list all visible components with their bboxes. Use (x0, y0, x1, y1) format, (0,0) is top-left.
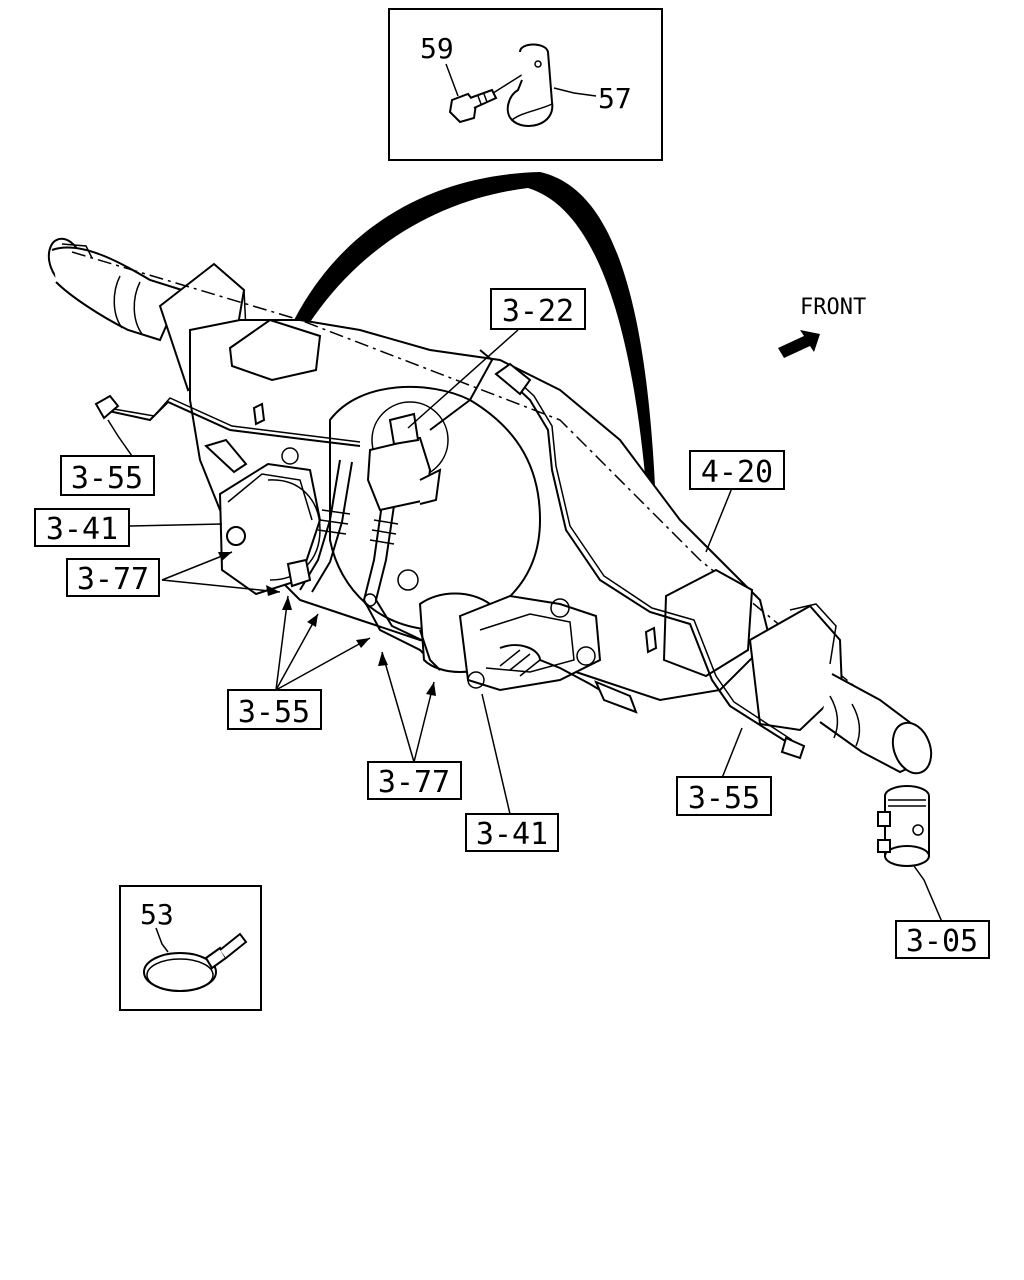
front-arrow-icon (778, 330, 820, 358)
left-fitting (226, 526, 246, 546)
callout-3-77-left: 3-77 (66, 558, 160, 597)
right-spring-seat (662, 568, 754, 678)
svg-text:3-05: 3-05 (906, 924, 978, 959)
callout-3-41-center: 3-41 (465, 813, 559, 852)
leader-3-55-c (721, 727, 743, 779)
callout-3-55-center: 3-55 (227, 689, 322, 730)
svg-text:3-22: 3-22 (502, 294, 574, 329)
left-pipe-flare-nut (94, 394, 120, 420)
leader-4-20 (705, 487, 733, 553)
callout-3-77-center: 3-77 (367, 761, 462, 800)
push-rod (499, 644, 601, 691)
leader-57 (553, 87, 597, 97)
callout-3-55-right: 3-55 (676, 776, 772, 816)
front-label: FRONT (800, 295, 866, 320)
svg-text:3-41: 3-41 (46, 512, 118, 547)
axle-centerline (71, 251, 931, 749)
leader-53 (155, 927, 169, 953)
leader-59 (445, 63, 459, 97)
callout-3-41-left: 3-41 (34, 508, 130, 547)
svg-text:3-41: 3-41 (476, 817, 548, 852)
right-pipe-flare-nut (780, 736, 806, 760)
leader-3-22 (407, 329, 519, 429)
leader-3-55-b (275, 595, 371, 691)
callout-3-22: 3-22 (490, 288, 586, 330)
front-direction-indicator: FRONT (778, 295, 866, 358)
leader-3-41-b (481, 693, 511, 815)
brake-pipes (94, 349, 806, 760)
brake-chamber-left (204, 438, 322, 596)
brake-pipe-right (499, 371, 791, 745)
part-number-59: 59 (420, 32, 454, 65)
brake-chamber-right (418, 592, 638, 714)
svg-text:3-55: 3-55 (688, 781, 760, 816)
part-number-57: 57 (598, 82, 632, 115)
band-clamp-icon (143, 932, 248, 992)
leader-3-41-a (129, 523, 223, 527)
callout-3-55-left: 3-55 (60, 455, 155, 496)
right-axle-tube (748, 603, 933, 775)
svg-text:3-77: 3-77 (77, 562, 149, 597)
leader-lines (107, 329, 943, 923)
part-number-53: 53 (140, 898, 174, 931)
detail-inset-clip-bolt: 59 57 (388, 8, 663, 161)
wheel-cylinder (877, 785, 930, 867)
callout-3-05: 3-05 (895, 920, 990, 959)
clip-marker-left (252, 402, 266, 426)
svg-text:3-55: 3-55 (238, 695, 310, 730)
svg-text:3-77: 3-77 (378, 765, 450, 800)
axle-housing (47, 237, 933, 775)
clip-icon (506, 43, 554, 127)
electrical-connector (594, 680, 638, 714)
clip-marker-right (644, 626, 658, 654)
left-spring-seat (228, 318, 322, 382)
bolt-icon (448, 88, 498, 124)
brake-pipe-left-upper (103, 400, 361, 447)
leader-3-05 (913, 865, 943, 923)
leader-3-55-a (107, 419, 133, 457)
detail-inset-band-clamp: 53 (119, 885, 262, 1011)
leader-3-77-b (381, 651, 435, 763)
svg-text:3-55: 3-55 (71, 461, 143, 496)
callout-4-20: 4-20 (689, 450, 785, 490)
svg-text:4-20: 4-20 (701, 455, 773, 490)
